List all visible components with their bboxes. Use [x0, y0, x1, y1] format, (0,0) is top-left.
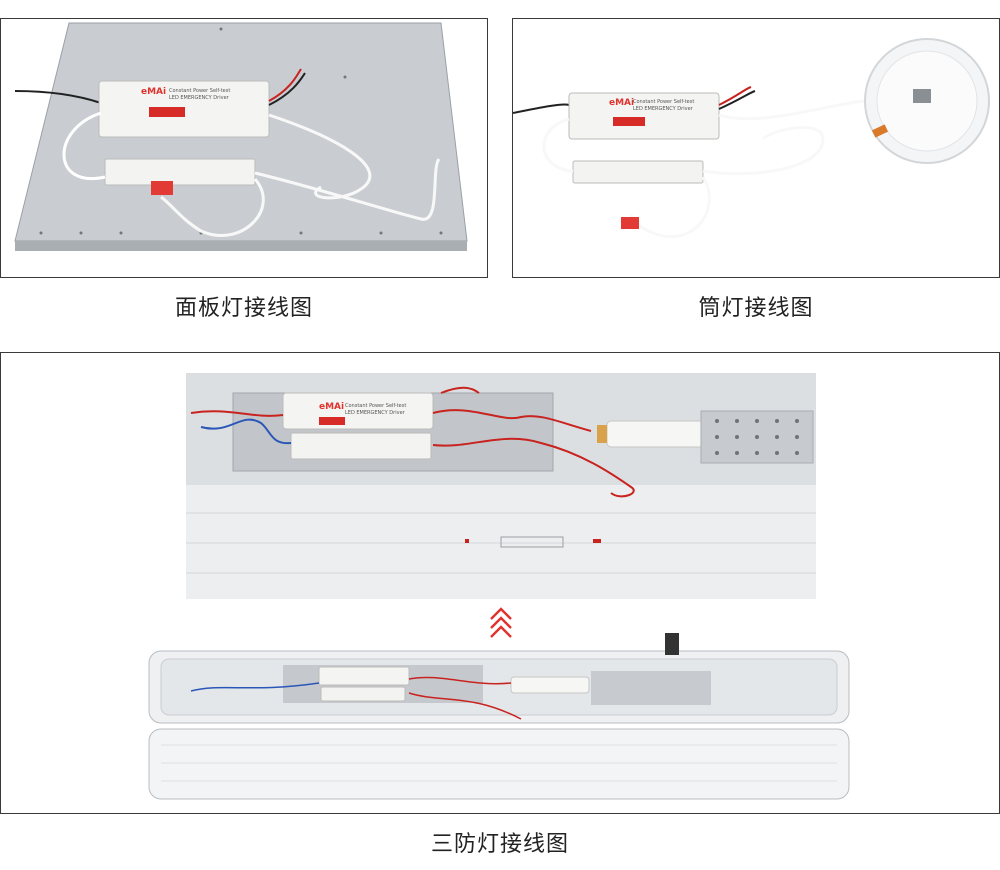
battery-pack [510, 676, 590, 694]
driver-line2-text: LED EMERGENCY Driver [345, 410, 406, 416]
driver-brand-text: eMAi [319, 402, 344, 412]
driver-line1-text: Constant Power Self-test [169, 88, 230, 94]
triproof-fixture [148, 633, 850, 800]
led-driver [104, 158, 256, 186]
panel-light-caption: 面板灯接线图 [174, 296, 313, 321]
test-switch [621, 217, 639, 229]
triproof-caption: 三防灯接线图 [430, 832, 569, 857]
driver-line2-text: LED EMERGENCY Driver [633, 106, 694, 112]
zoom-arrow-icon [490, 607, 512, 638]
driver-brand-text: eMAi [609, 98, 634, 108]
triproof-photo-frame: eMAi Constant Power Self-test LED EMERGE… [0, 352, 1000, 814]
driver-line2-text: LED EMERGENCY Driver [169, 95, 230, 101]
driver-line1-text: Constant Power Self-test [633, 99, 694, 105]
downlight-photo-frame: eMAi Constant Power Self-test LED EMERGE… [512, 18, 1000, 278]
led-driver [320, 686, 406, 702]
triproof-closeup: eMAi Constant Power Self-test LED EMERGE… [186, 373, 816, 599]
driver-line1-text: Constant Power Self-test [345, 403, 406, 409]
emergency-driver [318, 666, 410, 686]
led-driver [572, 160, 704, 184]
panel-light-photo-frame: eMAi Constant Power Self-test LED EMERGE… [0, 18, 488, 278]
test-switch [151, 181, 173, 195]
driver-brand-text: eMAi [141, 87, 166, 97]
diffuser-cover [148, 728, 850, 800]
downlight-illustration: eMAi Constant Power Self-test LED EMERGE… [513, 19, 999, 277]
panel-light-illustration: eMAi Constant Power Self-test LED EMERGE… [1, 19, 487, 277]
triproof-illustration: eMAi Constant Power Self-test LED EMERGE… [1, 353, 999, 813]
led-driver [290, 432, 432, 460]
downlight-caption: 筒灯接线图 [698, 296, 814, 321]
